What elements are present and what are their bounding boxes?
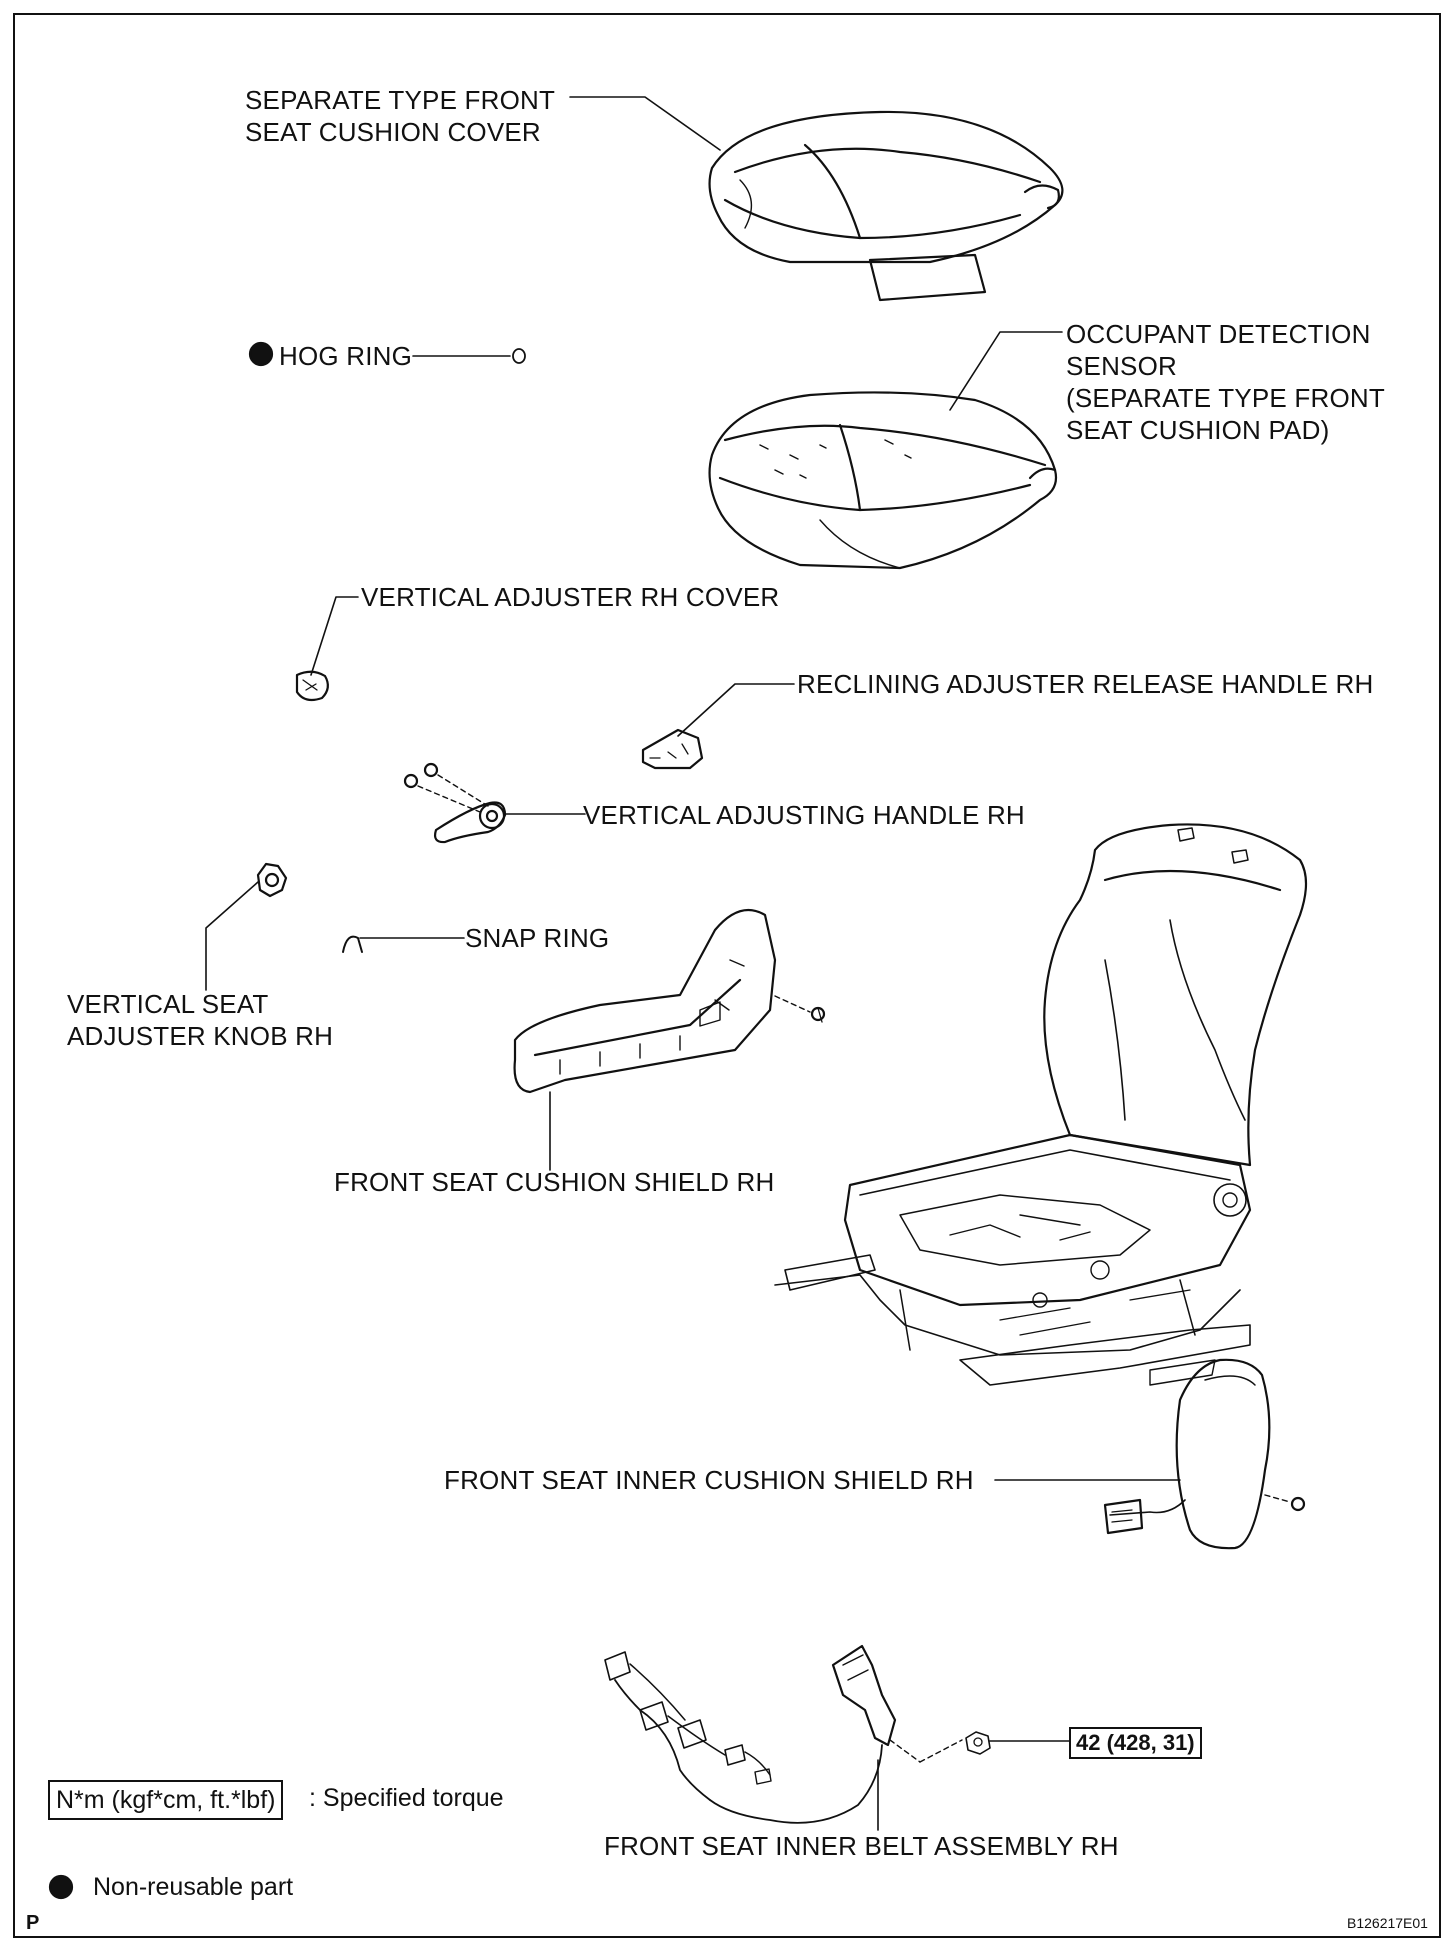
legend-bullet-icon	[48, 1874, 74, 1900]
inner-belt-illustration	[604, 1644, 921, 1824]
hog-ring-icon	[512, 348, 526, 364]
leader-seat-cushion-cover	[569, 96, 721, 151]
seat-assembly-illustration	[774, 823, 1308, 1386]
page-mark: P	[26, 1912, 40, 1934]
label-inner-belt: FRONT SEAT INNER BELT ASSEMBLY RH	[604, 1831, 1119, 1861]
leader-vertical-seat-knob	[205, 881, 259, 991]
leader-vertical-adjuster-cover	[310, 596, 359, 676]
vertical-adjuster-cover-illustration	[295, 670, 329, 702]
label-seat-cushion-cover: SEPARATE TYPE FRONT SEAT CUSHION COVER	[245, 85, 556, 147]
legend-torque-desc: : Specified torque	[309, 1784, 504, 1812]
vertical-seat-knob-illustration	[256, 862, 288, 898]
label-vertical-seat-knob: VERTICAL SEAT ADJUSTER KNOB RH	[67, 989, 334, 1051]
seat-cushion-pad-illustration	[708, 391, 1058, 570]
label-reclining-handle: RECLINING ADJUSTER RELEASE HANDLE RH	[797, 669, 1374, 699]
seat-cushion-cover-illustration	[708, 110, 1064, 302]
label-hog-ring: HOG RING	[279, 341, 413, 371]
torque-value: 42 (428, 31)	[1069, 1727, 1202, 1759]
figure-code: B126217E01	[1347, 1915, 1428, 1931]
inner-cushion-shield-illustration	[1103, 1358, 1291, 1550]
label-snap-ring: SNAP RING	[465, 923, 610, 953]
snap-ring-icon	[342, 935, 363, 953]
nut-icon	[919, 1731, 991, 1763]
leader-reclining-handle	[677, 683, 795, 737]
reclining-handle-illustration	[641, 728, 704, 770]
label-vertical-adjusting-handle: VERTICAL ADJUSTING HANDLE RH	[583, 800, 1025, 830]
diagram-frame	[13, 13, 1441, 1938]
label-cushion-shield: FRONT SEAT CUSHION SHIELD RH	[334, 1167, 775, 1197]
label-inner-cushion-shield: FRONT SEAT INNER CUSHION SHIELD RH	[444, 1465, 974, 1495]
label-vertical-adjuster-cover: VERTICAL ADJUSTER RH COVER	[361, 582, 780, 612]
bullet-dot-icon	[248, 341, 274, 367]
legend-torque-unit: N*m (kgf*cm, ft.*lbf)	[48, 1780, 284, 1820]
screw-icon	[810, 1006, 826, 1023]
screw-icon	[403, 762, 489, 813]
cushion-shield-illustration	[513, 908, 811, 1094]
leader-occupant-sensor	[949, 331, 1063, 411]
vertical-adjusting-handle-illustration	[433, 801, 586, 844]
screw-icon	[1290, 1496, 1306, 1512]
label-occupant-sensor: OCCUPANT DETECTION SENSOR (SEPARATE TYPE…	[1066, 319, 1385, 445]
legend-nonreusable: Non-reusable part	[93, 1873, 294, 1901]
